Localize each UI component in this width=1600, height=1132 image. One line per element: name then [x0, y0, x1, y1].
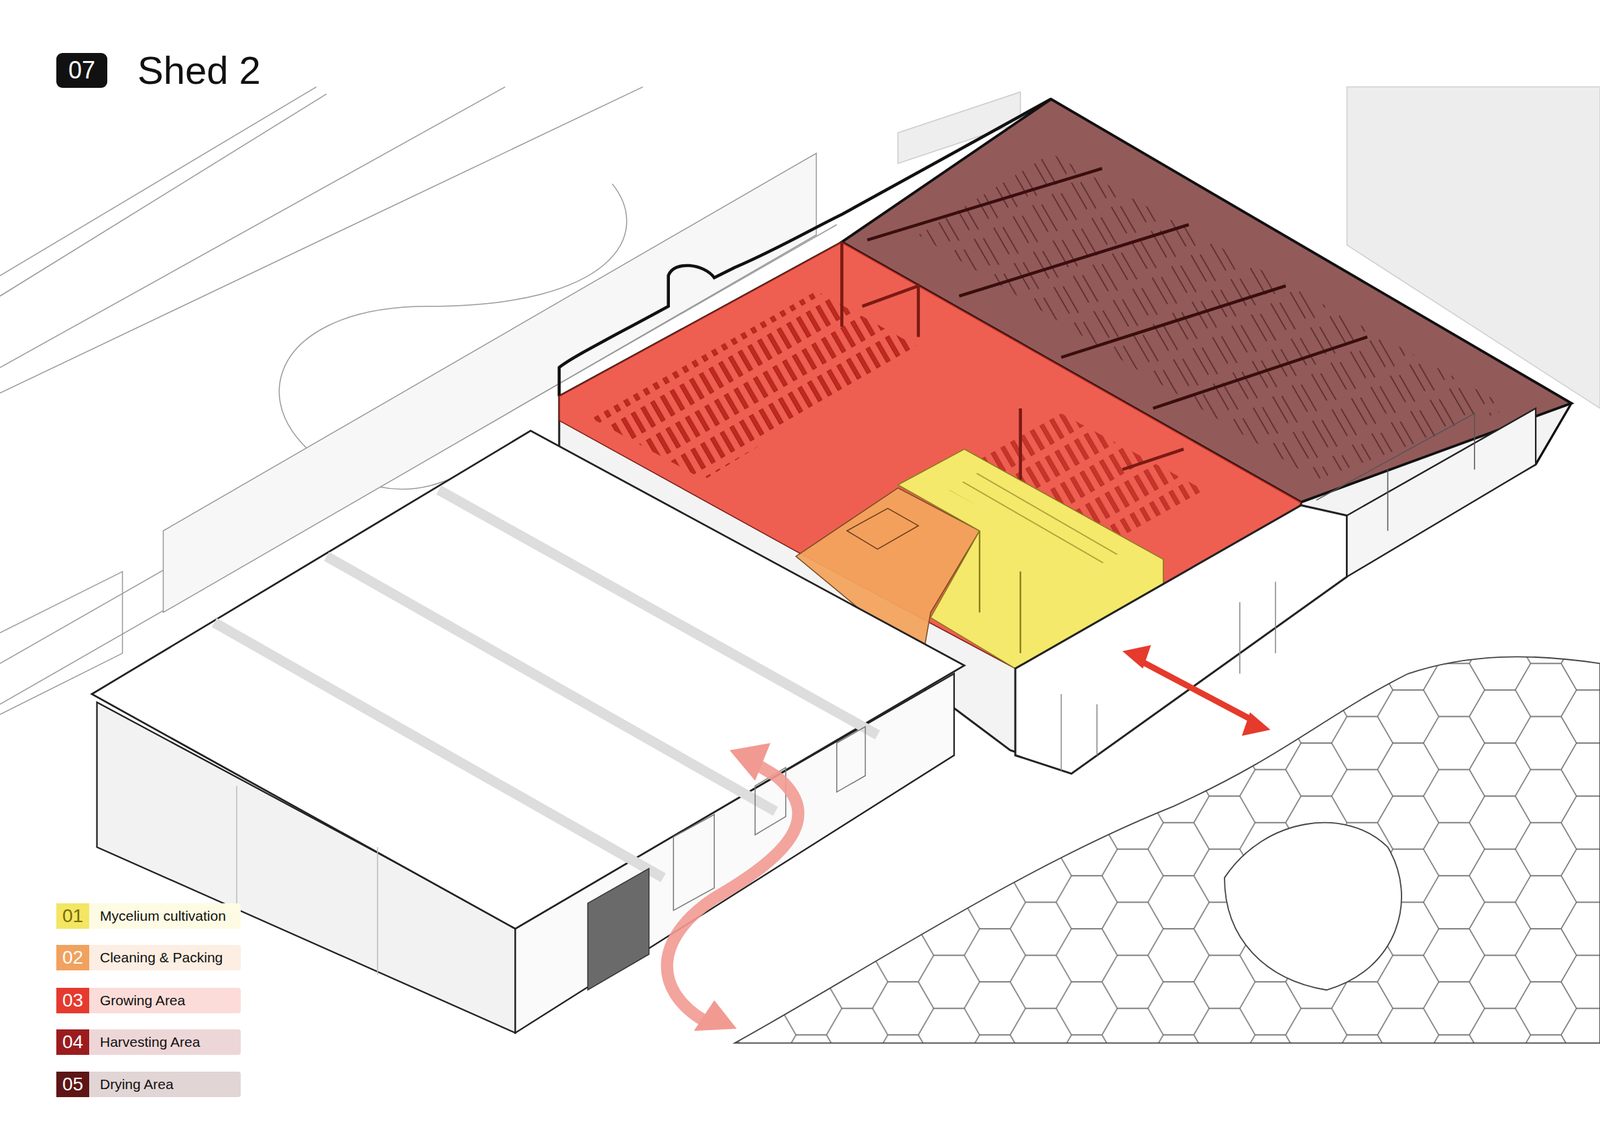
legend-row: 03Growing Area: [56, 987, 241, 1014]
legend-row: 05Drying Area: [56, 1071, 241, 1098]
legend-row: 01Mycelium cultivation: [56, 903, 241, 929]
section-number: 07: [68, 58, 96, 83]
circulation-arrows: [667, 645, 1271, 1031]
legend-row: 02Cleaning & Packing: [56, 944, 241, 971]
area-number: 02: [62, 946, 84, 969]
hex-pavilion: [734, 656, 1600, 1043]
legend-swatch: 05: [56, 1071, 90, 1098]
legend-text: Mycelium cultivation: [89, 903, 241, 929]
legend-text: Growing Area: [89, 987, 241, 1014]
legend-swatch: 01: [56, 903, 90, 929]
shed-1: [91, 430, 965, 1033]
area-number: 04: [62, 1031, 84, 1053]
area-number: 03: [62, 989, 84, 1012]
legend-text: Drying Area: [89, 1071, 241, 1098]
legend-swatch: 03: [56, 987, 90, 1014]
area-number: 01: [62, 905, 84, 927]
legend-row: 04Harvesting Area: [56, 1029, 241, 1055]
legend-swatch: 02: [56, 944, 90, 971]
page-title: Shed 2: [137, 50, 261, 90]
legend-text: Harvesting Area: [89, 1029, 241, 1055]
legend-swatch: 04: [56, 1029, 90, 1055]
area-number: 05: [62, 1073, 84, 1096]
legend-text: Cleaning & Packing: [89, 944, 241, 971]
section-number-box: 07: [56, 52, 108, 88]
